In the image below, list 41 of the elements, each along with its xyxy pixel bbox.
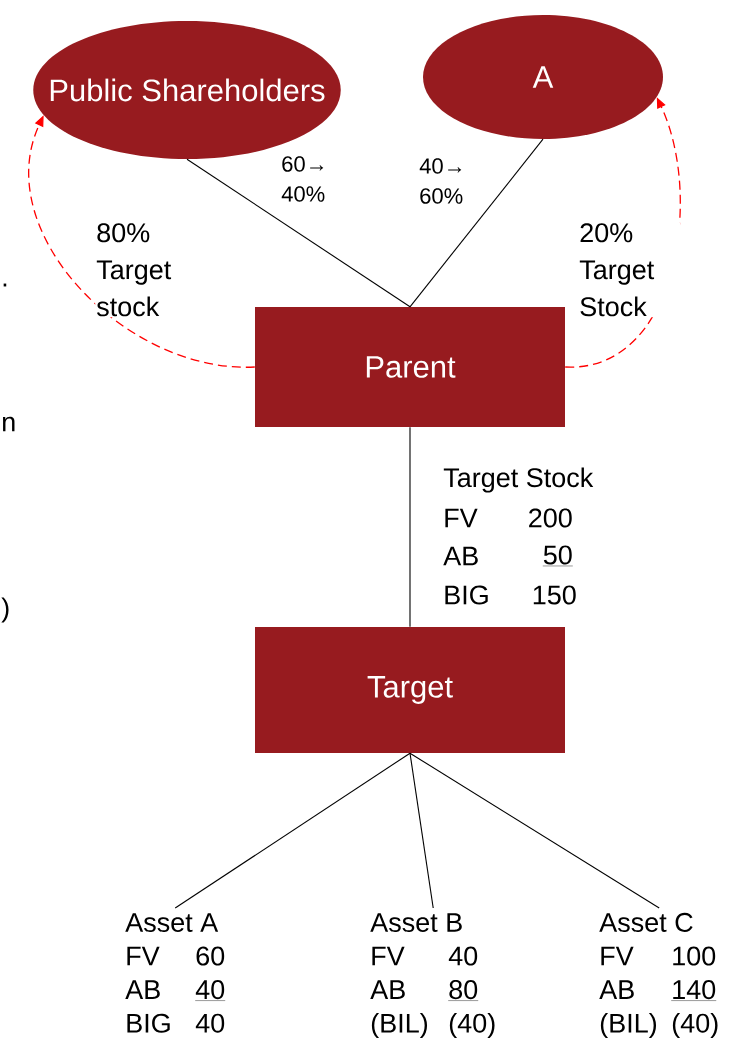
row-label: (BIL) [371, 1012, 428, 1039]
row-label: FV [372, 946, 405, 966]
edge-label: 20% Target Stock [578, 222, 681, 318]
cut-off-text: n [3, 416, 15, 432]
row-label: FV [601, 946, 634, 966]
connector-line [409, 752, 434, 909]
stock-value-text: Target Stock [443, 467, 594, 493]
row-value: 100 [673, 946, 716, 966]
entity-box: Target [255, 627, 565, 753]
connector-line [409, 752, 660, 909]
stock-value-text: AB [443, 546, 478, 566]
row-value: 40 [448, 946, 478, 966]
asset-name: Asset C [599, 912, 693, 932]
stock-value-text: 150 [533, 585, 576, 605]
asset-name: Asset B [370, 913, 462, 932]
stock-value-text: 200 [529, 508, 572, 528]
row-label: (BIL) [600, 1012, 657, 1039]
row-label: AB [125, 980, 160, 999]
stock-value-text: 50 [542, 545, 573, 567]
cut-off-text: . [3, 283, 7, 287]
connector-line [174, 752, 411, 909]
row-value: 80 [448, 980, 479, 1001]
row-label: AB [599, 980, 634, 999]
edge-label: 40→ 60% [418, 157, 477, 205]
cut-off-text: ) [1, 597, 9, 623]
row-label: AB [370, 980, 405, 999]
row-label: FV [127, 946, 160, 966]
asset-name: Asset A [125, 913, 219, 932]
row-value: 40 [195, 980, 226, 1001]
connector-line [409, 138, 544, 308]
row-value: 140 [671, 980, 717, 1001]
stock-value-text: FV [445, 508, 478, 528]
row-value: 60 [196, 946, 225, 966]
connector-line [409, 426, 411, 628]
connector-line [186, 158, 411, 308]
row-value: 40 [195, 1013, 225, 1033]
row-value: (40) [449, 1012, 495, 1039]
edge-label: 80% Target stock [95, 222, 198, 318]
row-label: BIG [127, 1013, 170, 1033]
row-value: (40) [672, 1012, 718, 1039]
entity-box: Parent [255, 307, 565, 427]
